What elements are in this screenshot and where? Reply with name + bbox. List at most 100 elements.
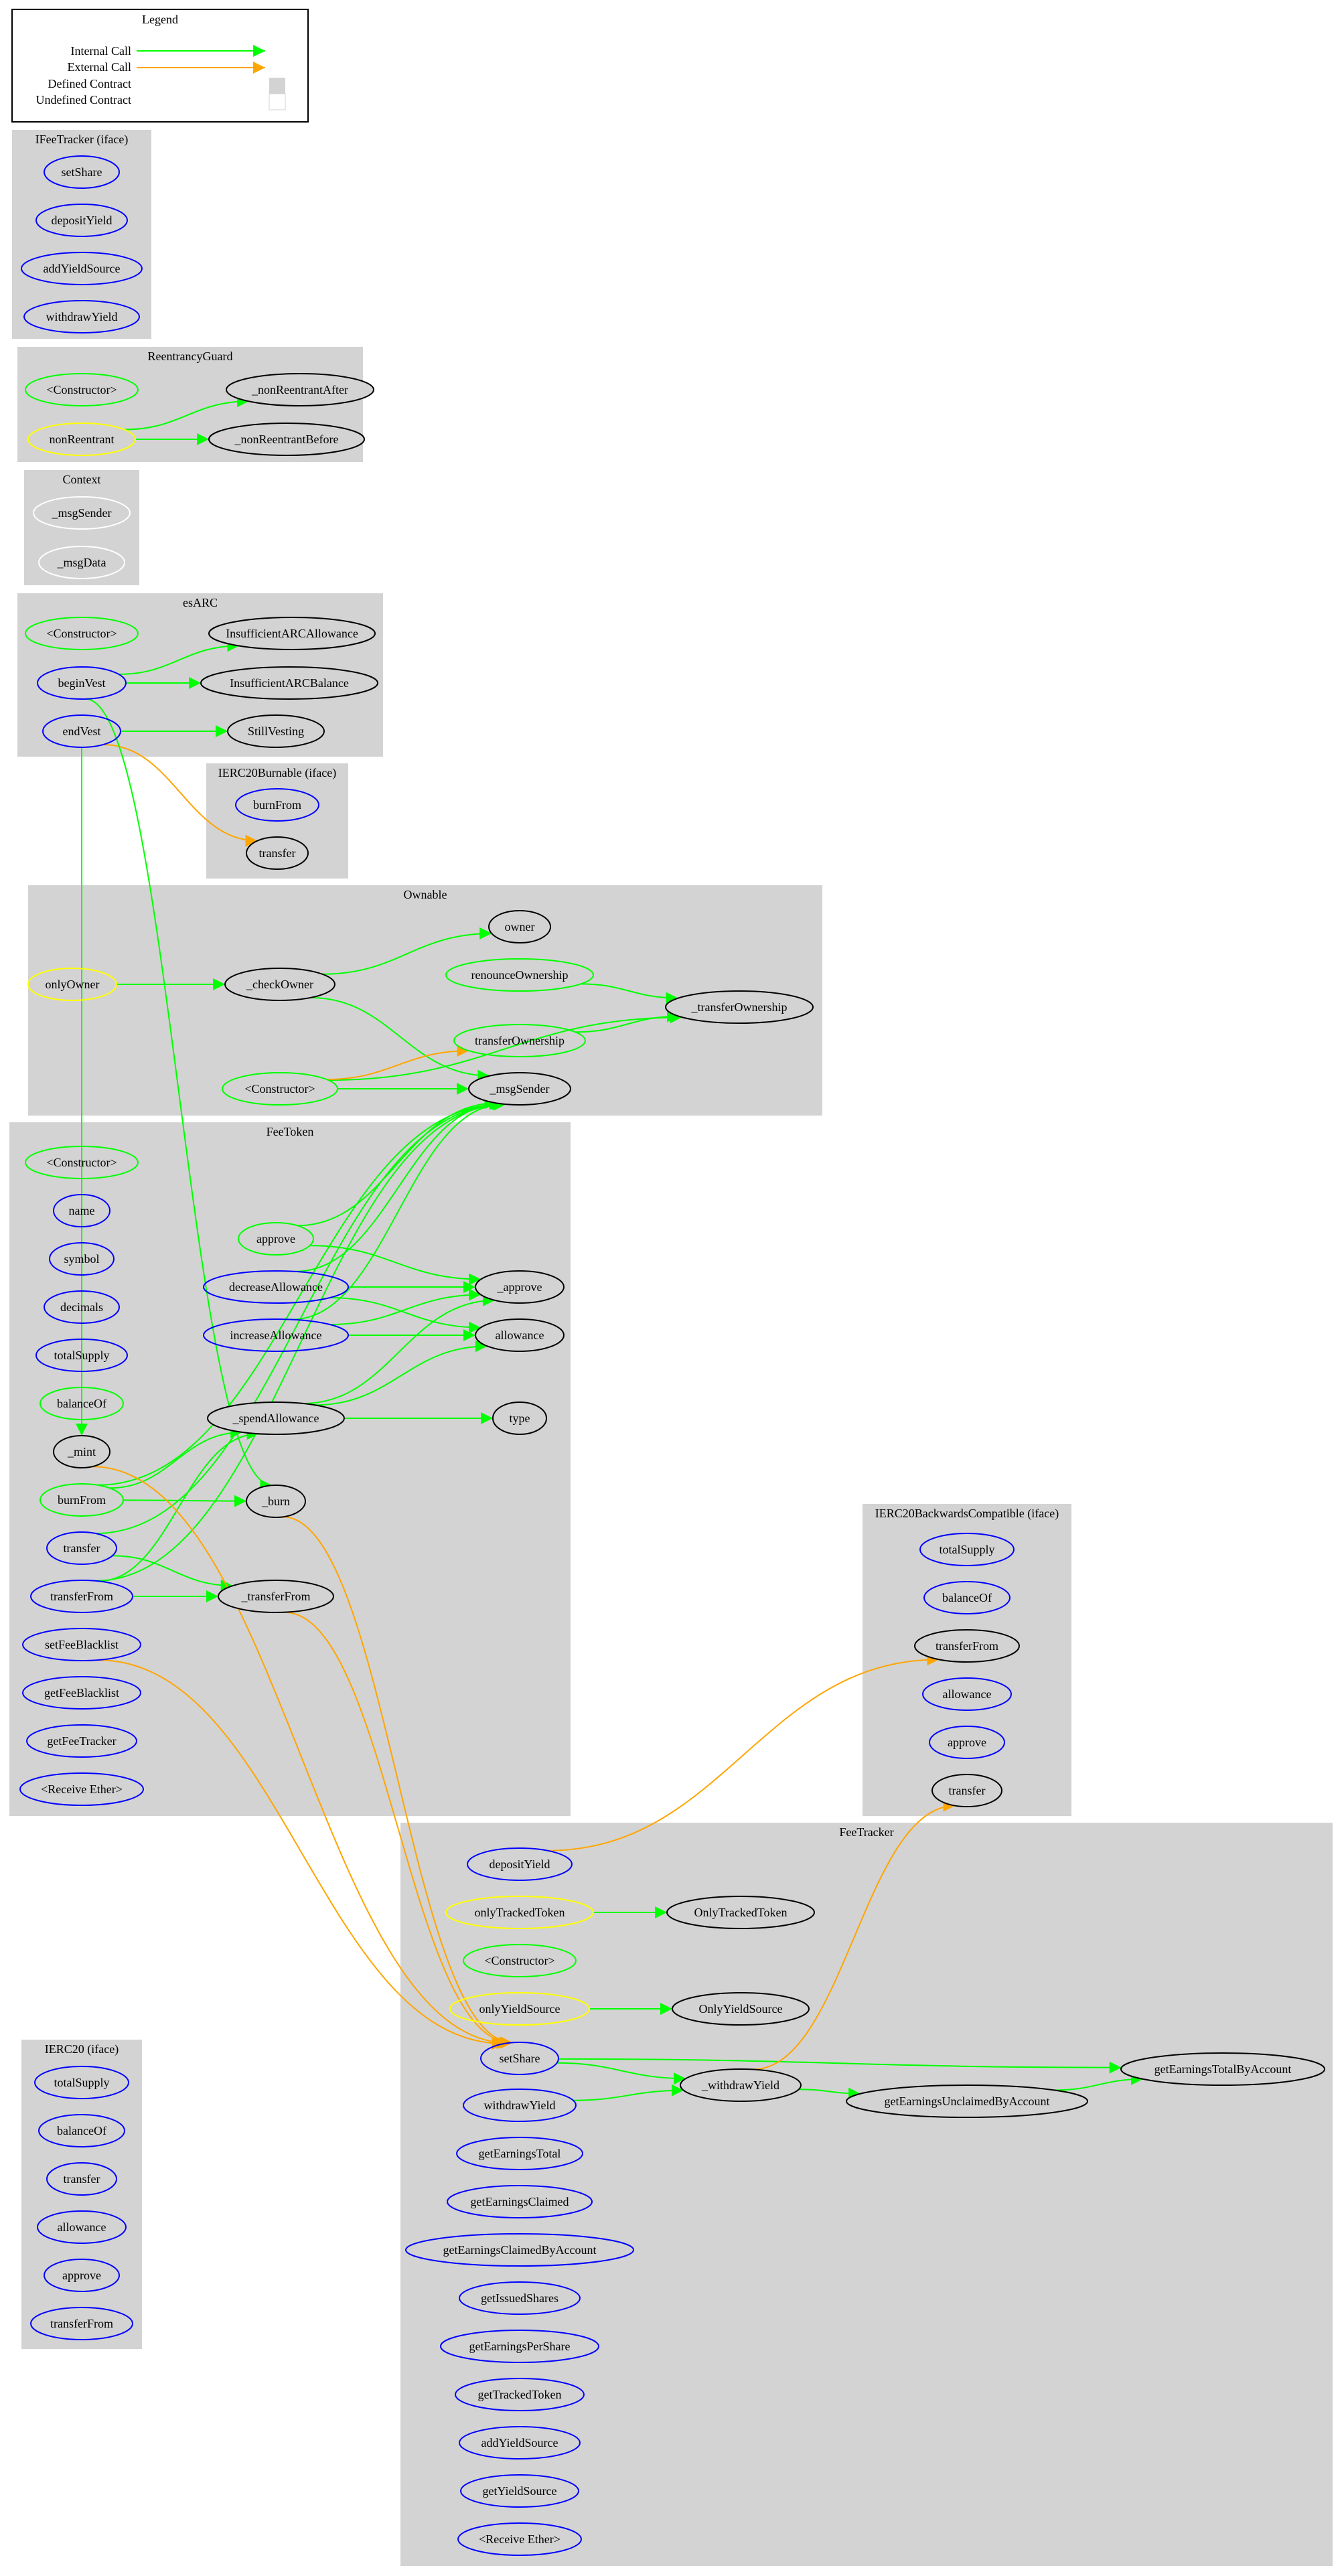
node-ie-transfer[interactable]: transfer xyxy=(46,2162,117,2196)
node-tr-getEarnUnclaimed[interactable]: getEarningsUnclaimedByAccount xyxy=(846,2085,1088,2118)
node-tr-setShare[interactable]: setShare xyxy=(480,2042,559,2075)
external-call-edge-tr_withdrawYield_i-to-bc_transfer xyxy=(753,1799,956,2070)
node-es-beginVest[interactable]: beginVest xyxy=(37,666,127,700)
node-ft-receive[interactable]: <Receive Ether> xyxy=(19,1772,144,1806)
node-ow-renounce[interactable]: renounceOwnership xyxy=(445,958,594,992)
node-label-ft-transferFrom: transferFrom xyxy=(50,1590,113,1603)
node-ft-getFeeBlacklist[interactable]: getFeeBlacklist xyxy=(22,1676,141,1710)
node-tr-withdrawYield-i[interactable]: _withdrawYield xyxy=(680,2068,802,2102)
node-label-bc-transfer: transfer xyxy=(949,1784,986,1797)
node-ift-withdrawYield[interactable]: withdrawYield xyxy=(23,300,140,333)
node-ellipse-ft-balanceOf xyxy=(40,1387,124,1420)
node-ow-transferOwnership[interactable]: transferOwnership xyxy=(453,1024,586,1057)
node-ow-onlyOwner[interactable]: onlyOwner xyxy=(27,968,117,1001)
node-ft-type[interactable]: type xyxy=(492,1401,547,1435)
node-ft-transfer[interactable]: transfer xyxy=(46,1531,117,1565)
node-bc-transferFrom[interactable]: transferFrom xyxy=(914,1629,1020,1663)
contract-clusters: IFeeTracker (iface) ReentrancyGuard Cont… xyxy=(9,130,1333,2566)
node-tr-getTrackedToken[interactable]: getTrackedToken xyxy=(455,2378,585,2411)
node-bc-totalSupply[interactable]: totalSupply xyxy=(919,1533,1015,1566)
node-tr-OnlyYieldSource[interactable]: OnlyYieldSource xyxy=(672,1992,810,2026)
node-bc-transfer[interactable]: transfer xyxy=(931,1774,1002,1807)
node-ft-decAllow[interactable]: decreaseAllowance xyxy=(203,1270,349,1304)
node-rg-ctor[interactable]: <Constructor> xyxy=(25,373,139,406)
node-rg-after[interactable]: _nonReentrantAfter xyxy=(226,373,374,406)
node-ow-ctor[interactable]: <Constructor> xyxy=(222,1072,338,1106)
node-ft-approve[interactable]: approve xyxy=(238,1222,314,1256)
node-ctx-msgSender[interactable]: _msgSender xyxy=(33,496,131,530)
node-ow-msgSender[interactable]: _msgSender xyxy=(468,1072,571,1106)
node-tr-depositYield[interactable]: depositYield xyxy=(467,1847,573,1881)
node-ellipse-tr-getEarningsPerShare xyxy=(440,2330,599,2363)
node-es-insBal[interactable]: InsufficientARCBalance xyxy=(200,666,378,700)
node-ft-name[interactable]: name xyxy=(53,1194,110,1227)
node-ie-approve[interactable]: approve xyxy=(44,2259,120,2292)
node-ellipse-ctx-msgData xyxy=(38,546,125,579)
node-tr-onlyYieldSource[interactable]: onlyYieldSource xyxy=(449,1992,590,2026)
node-tr-OnlyTrackedToken[interactable]: OnlyTrackedToken xyxy=(666,1896,815,1929)
node-tr-ctor[interactable]: <Constructor> xyxy=(463,1944,577,1977)
node-bc-balanceOf[interactable]: balanceOf xyxy=(923,1581,1011,1614)
node-tr-receive[interactable]: <Receive Ether> xyxy=(457,2522,582,2556)
node-ft-transferFrom-i[interactable]: _transferFrom xyxy=(218,1580,334,1613)
node-bc-approve[interactable]: approve xyxy=(929,1726,1005,1759)
node-ie-balanceOf[interactable]: balanceOf xyxy=(38,2114,125,2147)
node-ft-burnFrom[interactable]: burnFrom xyxy=(40,1483,124,1517)
node-label-ft-totalSupply: totalSupply xyxy=(54,1349,109,1362)
node-es-endVest[interactable]: endVest xyxy=(42,714,121,748)
node-ft-decimals[interactable]: decimals xyxy=(44,1290,120,1324)
node-ctx-msgData[interactable]: _msgData xyxy=(38,546,125,579)
node-tr-getEarningsPerShare[interactable]: getEarningsPerShare xyxy=(440,2330,599,2363)
node-ift-depositYield[interactable]: depositYield xyxy=(35,204,128,237)
node-rg-nonReentrant[interactable]: nonReentrant xyxy=(27,423,136,456)
node-ft-incAllow[interactable]: increaseAllowance xyxy=(203,1318,349,1352)
node-ft-getFeeTracker[interactable]: getFeeTracker xyxy=(26,1724,137,1758)
node-ft-setFeeBlacklist[interactable]: setFeeBlacklist xyxy=(22,1628,141,1661)
node-tr-onlyTrackedToken[interactable]: onlyTrackedToken xyxy=(445,1896,594,1929)
node-ow-checkOwner[interactable]: _checkOwner xyxy=(224,968,335,1001)
node-tr-addYieldSource[interactable]: addYieldSource xyxy=(459,2426,581,2459)
node-ellipse-tr-ctor xyxy=(463,1944,577,1977)
node-ellipse-tr-setShare xyxy=(480,2042,559,2075)
node-ellipse-es-still xyxy=(227,714,325,748)
node-ft-burn[interactable]: _burn xyxy=(246,1485,306,1518)
node-tr-getEarningsClaimed[interactable]: getEarningsClaimed xyxy=(447,2185,593,2218)
node-ft-symbol[interactable]: symbol xyxy=(49,1242,115,1276)
node-tr-getYieldSource[interactable]: getYieldSource xyxy=(460,2474,579,2508)
node-label-ow-onlyOwner: onlyOwner xyxy=(46,978,100,991)
node-ft-allowance[interactable]: allowance xyxy=(475,1318,565,1352)
node-ft-transferFrom[interactable]: transferFrom xyxy=(30,1580,133,1613)
node-ow-transferOwnership-i[interactable]: _transferOwnership xyxy=(665,990,814,1024)
node-es-insAllow[interactable]: InsufficientARCAllowance xyxy=(208,617,376,650)
node-ft-approve-i[interactable]: _approve xyxy=(475,1270,565,1304)
external-call-edge-ft_transferFrom_i-to-tr_setShare xyxy=(284,1611,512,2049)
node-ib-burnFrom[interactable]: burnFrom xyxy=(235,788,319,822)
node-es-still[interactable]: StillVesting xyxy=(227,714,325,748)
node-ie-allowance[interactable]: allowance xyxy=(37,2210,127,2244)
node-ift-setShare[interactable]: setShare xyxy=(44,155,120,189)
node-ib-transfer[interactable]: transfer xyxy=(246,836,309,870)
node-tr-withdrawYield[interactable]: withdrawYield xyxy=(463,2089,577,2122)
node-ift-addYieldSource[interactable]: addYieldSource xyxy=(21,252,143,285)
node-ft-balanceOf[interactable]: balanceOf xyxy=(40,1387,124,1420)
node-rg-before[interactable]: _nonReentrantBefore xyxy=(208,423,365,456)
node-es-ctor[interactable]: <Constructor> xyxy=(25,617,139,650)
node-label-ift-withdrawYield: withdrawYield xyxy=(46,310,118,323)
node-label-es-insBal: InsufficientARCBalance xyxy=(230,676,349,690)
node-label-ft-mint: _mint xyxy=(67,1445,96,1458)
node-ie-transferFrom[interactable]: transferFrom xyxy=(30,2307,133,2340)
node-ft-spendAllow[interactable]: _spendAllowance xyxy=(207,1401,345,1435)
node-ft-ctor[interactable]: <Constructor> xyxy=(25,1146,139,1179)
node-label-ft-burnFrom: burnFrom xyxy=(58,1493,106,1507)
node-ie-totalSupply[interactable]: totalSupply xyxy=(34,2066,129,2099)
node-tr-getIssuedShares[interactable]: getIssuedShares xyxy=(459,2281,581,2315)
node-tr-getEarnClaimedByAcc[interactable]: getEarningsClaimedByAccount xyxy=(405,2233,634,2267)
node-ft-totalSupply[interactable]: totalSupply xyxy=(35,1339,128,1372)
node-tr-getEarnTotalByAcc[interactable]: getEarningsTotalByAccount xyxy=(1120,2052,1325,2086)
node-bc-allowance[interactable]: allowance xyxy=(922,1677,1012,1711)
node-ft-mint[interactable]: _mint xyxy=(53,1435,110,1468)
internal-call-edge-tr_setShare-to-tr_getEarnTotalByAcc xyxy=(558,2058,1122,2074)
node-label-ft-spendAllow: _spendAllowance xyxy=(232,1412,319,1425)
node-ow-owner[interactable]: owner xyxy=(488,910,551,943)
node-tr-getEarningsTotal[interactable]: getEarningsTotal xyxy=(456,2137,583,2170)
